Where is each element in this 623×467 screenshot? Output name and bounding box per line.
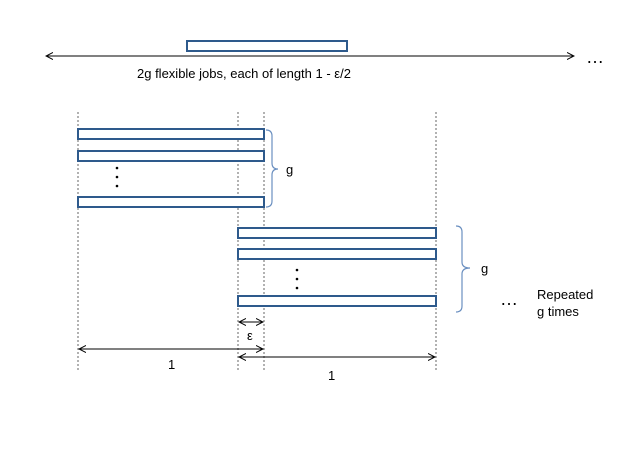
repeat-label-line2: g times — [537, 304, 579, 319]
group1-brace-label: g — [286, 162, 293, 177]
top-ellipsis: … — [586, 47, 606, 67]
group2-job-2 — [237, 248, 437, 260]
group2-brace — [455, 225, 471, 313]
group1-job-2 — [77, 150, 265, 162]
epsilon-label: ε — [247, 328, 253, 343]
repeat-label-line1: Repeated — [537, 287, 593, 302]
length-one-right-label: 1 — [328, 368, 335, 383]
group2-job-1 — [237, 227, 437, 239]
group1-vdot-3 — [115, 184, 119, 188]
group2-vdot-3 — [295, 286, 299, 290]
repeat-ellipsis: … — [500, 289, 520, 309]
flexible-job-bar — [186, 40, 348, 52]
group2-vdot-2 — [295, 277, 299, 281]
group2-vdot-1 — [295, 268, 299, 272]
length-one-left-label: 1 — [168, 357, 175, 372]
group1-job-1 — [77, 128, 265, 140]
group1-vdot-1 — [115, 166, 119, 170]
group2-brace-label: g — [481, 261, 488, 276]
group2-job-3 — [237, 295, 437, 307]
group1-vdot-2 — [115, 175, 119, 179]
group1-job-3 — [77, 196, 265, 208]
group1-brace — [265, 129, 279, 208]
flexible-jobs-caption: 2g flexible jobs, each of length 1 - ε/2 — [137, 66, 351, 81]
